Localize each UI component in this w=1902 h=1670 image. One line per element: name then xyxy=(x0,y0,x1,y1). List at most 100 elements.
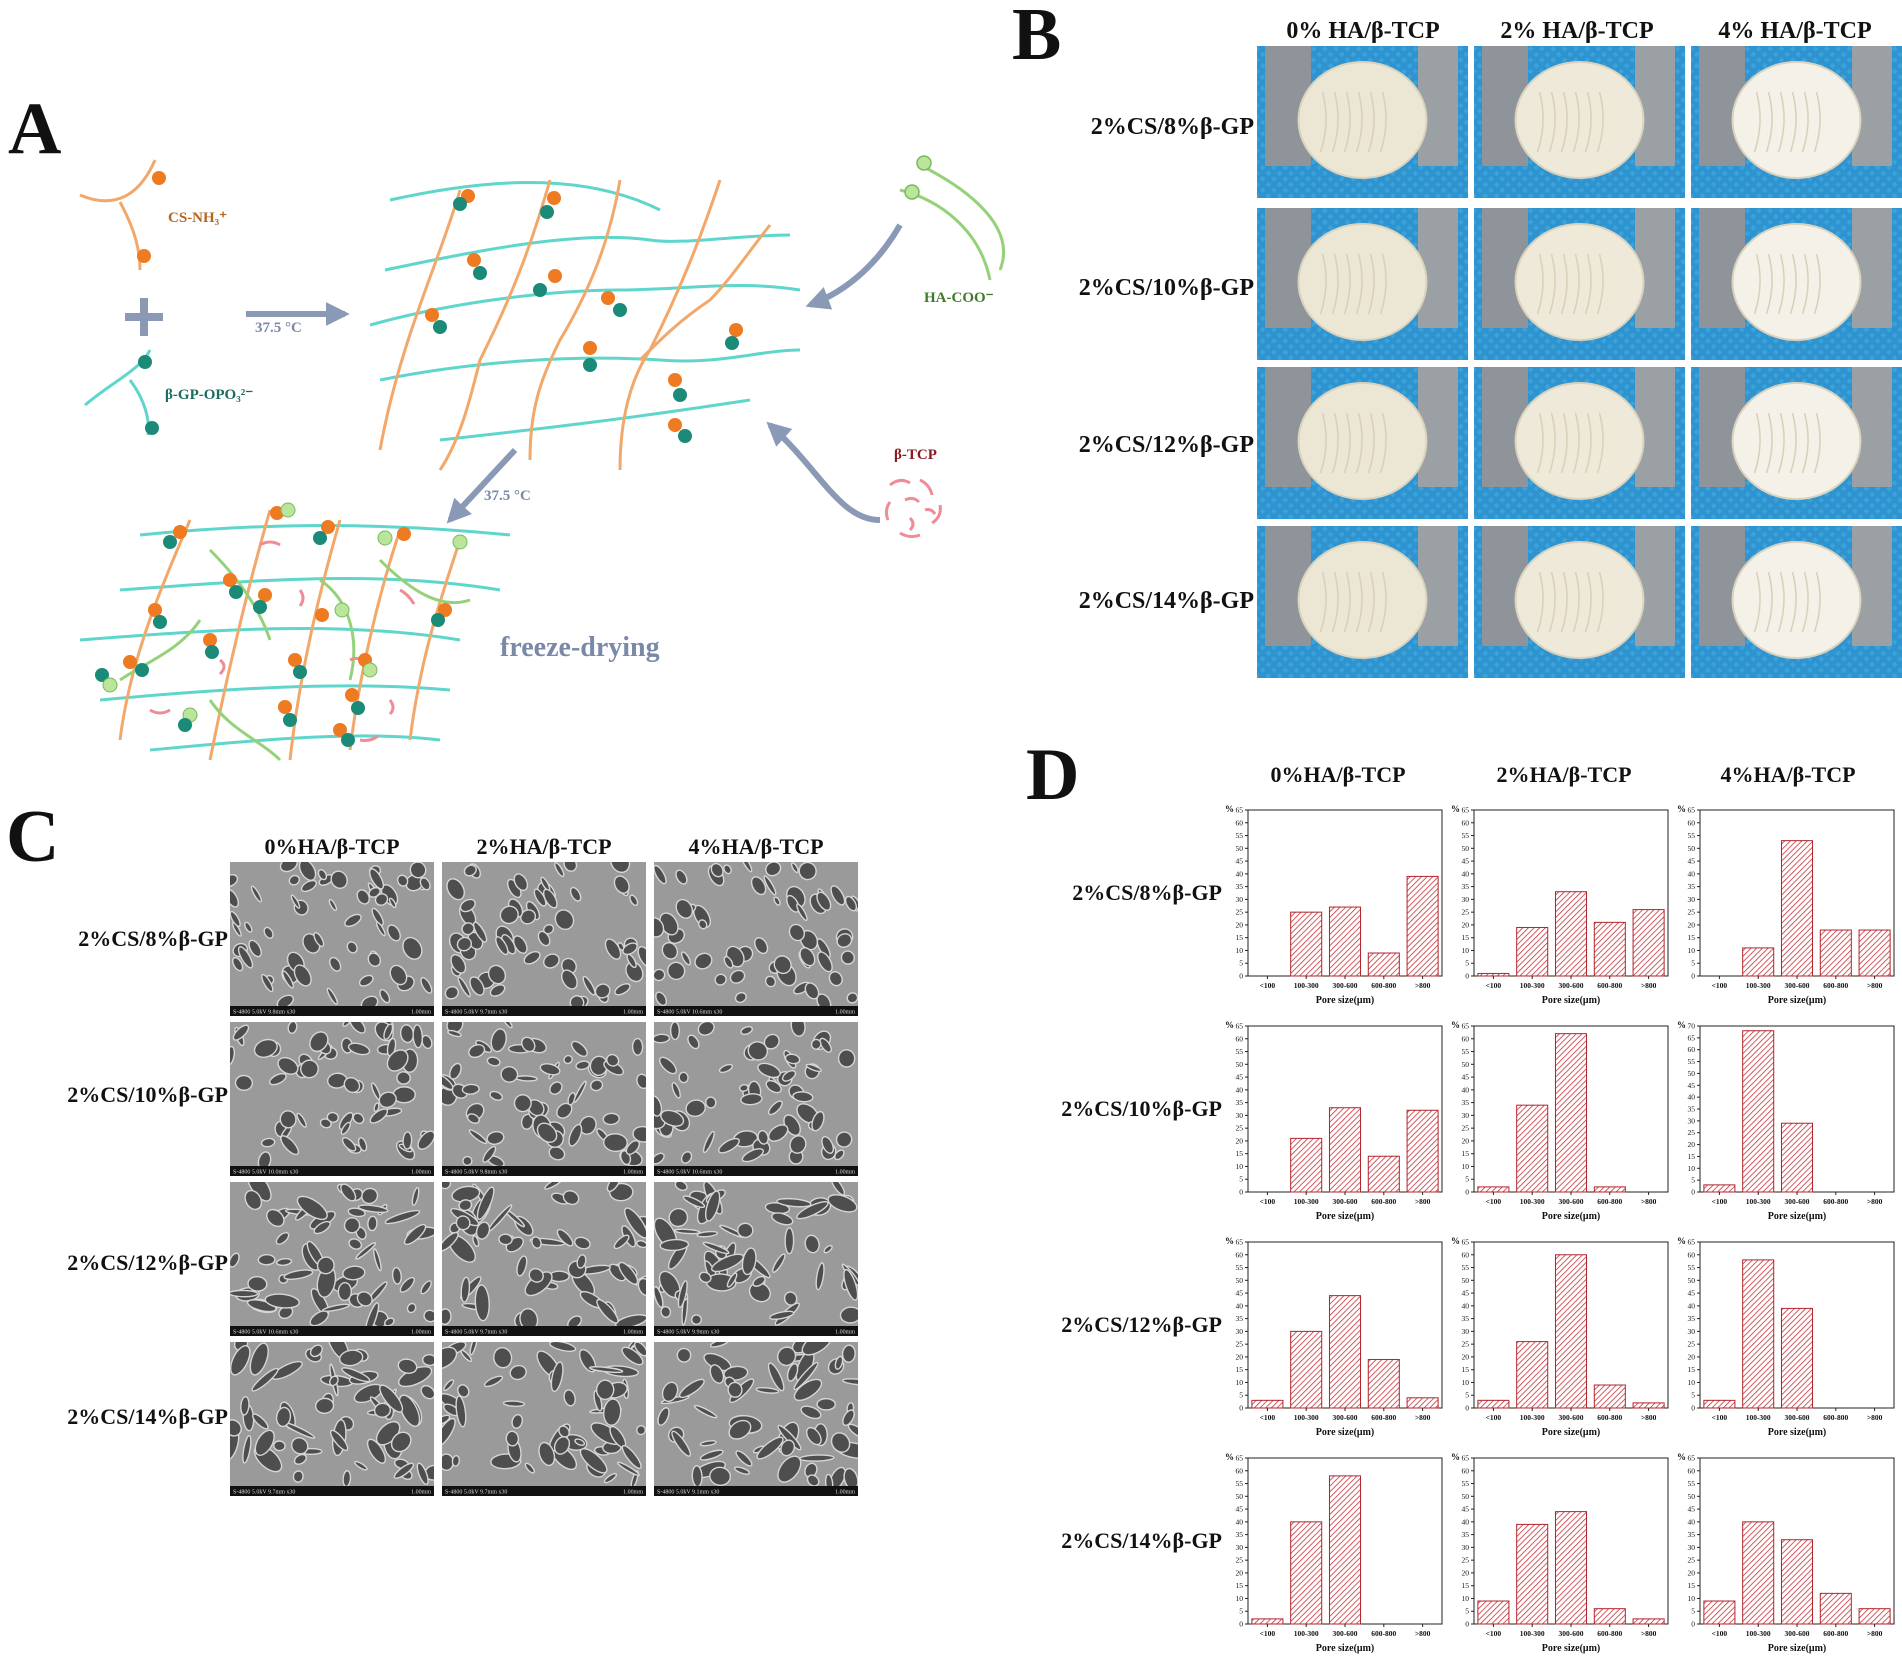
x-tick-label: 300-600 xyxy=(1333,1197,1358,1206)
hist-col-1: 2%HA/β-TCP xyxy=(1496,762,1632,787)
sample-photo xyxy=(1474,367,1685,519)
x-tick-label: 600-800 xyxy=(1371,1629,1396,1638)
histogram-bar xyxy=(1406,1109,1439,1193)
y-tick-label: 5 xyxy=(1239,1391,1243,1400)
histogram-bar xyxy=(1593,921,1626,977)
histogram-bar xyxy=(1477,1600,1510,1625)
sem-col-2: 4%HA/β-TCP xyxy=(688,834,824,859)
sem-caption: S-4800 5.0kV 9.7mm x30 xyxy=(445,1010,507,1016)
y-tick-label: 10 xyxy=(1688,1594,1696,1603)
x-tick-label: >800 xyxy=(1641,1197,1657,1206)
sem-scale-label: 1.00mm xyxy=(623,1490,643,1496)
ha-molecule xyxy=(899,155,1005,281)
y-tick-label: 35 xyxy=(1236,882,1244,891)
y-tick-label: 45 xyxy=(1462,1073,1470,1082)
y-tick-label: 20 xyxy=(1462,920,1470,929)
y-tick-label: 60 xyxy=(1462,1466,1470,1475)
y-axis-label: % xyxy=(1451,1020,1460,1030)
y-tick-label: 40 xyxy=(1236,1301,1244,1310)
sample-photo-drawing xyxy=(1474,367,1685,519)
label-freeze-drying: freeze-drying xyxy=(500,632,660,663)
histogram-bar xyxy=(1780,1122,1814,1193)
x-tick-label: <100 xyxy=(1260,1413,1276,1422)
y-tick-label: 50 xyxy=(1462,1492,1470,1501)
y-tick-label: 35 xyxy=(1236,1314,1244,1323)
y-tick-label: 25 xyxy=(1462,908,1470,917)
cs-molecule xyxy=(79,159,166,271)
histogram-bar xyxy=(1290,1330,1323,1409)
x-tick-label: >800 xyxy=(1415,1413,1431,1422)
histogram-bar xyxy=(1406,1397,1439,1409)
x-tick-label: 300-600 xyxy=(1559,981,1584,990)
y-tick-label: 10 xyxy=(1688,1378,1696,1387)
y-tick-label: 10 xyxy=(1688,1164,1696,1173)
sample-photo-drawing xyxy=(1474,526,1685,678)
y-tick-label: 30 xyxy=(1236,1543,1244,1552)
sem-scale-label: 1.00mm xyxy=(835,1170,855,1176)
y-tick-label: 40 xyxy=(1688,869,1696,878)
x-tick-label: <100 xyxy=(1486,1413,1502,1422)
y-tick-label: 20 xyxy=(1236,1568,1244,1577)
y-tick-label: 45 xyxy=(1236,857,1244,866)
histogram-bar xyxy=(1328,906,1362,977)
histogram-bar xyxy=(1703,1399,1736,1409)
y-tick-label: 5 xyxy=(1691,1391,1695,1400)
y-tick-label: 30 xyxy=(1688,895,1696,904)
x-axis-label: Pore size(μm) xyxy=(1768,1643,1827,1654)
x-tick-label: <100 xyxy=(1712,1629,1728,1638)
sample-photo-drawing xyxy=(1691,526,1902,678)
x-tick-label: 300-600 xyxy=(1559,1413,1584,1422)
histogram-bar xyxy=(1328,1295,1362,1409)
histogram-bar xyxy=(1742,1259,1775,1409)
y-tick-label: 30 xyxy=(1462,1111,1470,1120)
cs-gp-network xyxy=(369,179,801,471)
histogram-bar xyxy=(1251,1399,1284,1409)
y-tick-label: 70 xyxy=(1688,1022,1696,1031)
y-tick-label: 35 xyxy=(1462,1098,1470,1107)
y-tick-label: 5 xyxy=(1239,959,1243,968)
panel-letter-b: B xyxy=(1012,0,1062,76)
y-tick-label: 60 xyxy=(1236,1034,1244,1043)
x-tick-label: <100 xyxy=(1712,1197,1728,1206)
x-tick-label: >800 xyxy=(1867,981,1883,990)
histogram-bar xyxy=(1632,1618,1665,1625)
sem-caption: S-4800 5.0kV 10.0mm x30 xyxy=(233,1170,298,1176)
scheme-diagram xyxy=(60,140,1020,780)
y-tick-label: 5 xyxy=(1691,1607,1695,1616)
y-tick-label: 35 xyxy=(1688,882,1696,891)
y-tick-label: 60 xyxy=(1462,1034,1470,1043)
y-tick-label: 55 xyxy=(1236,1479,1244,1488)
y-axis-label: % xyxy=(1677,1452,1686,1462)
x-tick-label: 600-800 xyxy=(1823,1629,1848,1638)
sem-caption: S-4800 5.0kV 9.9mm x30 xyxy=(657,1330,719,1336)
histogram-bar xyxy=(1742,1030,1775,1193)
y-tick-label: 10 xyxy=(1236,1162,1244,1171)
x-tick-label: 300-600 xyxy=(1333,981,1358,990)
histogram-bar xyxy=(1554,1254,1588,1409)
x-tick-label: 100-300 xyxy=(1746,1413,1771,1422)
y-tick-label: 25 xyxy=(1462,1340,1470,1349)
y-tick-label: 50 xyxy=(1462,1276,1470,1285)
panel-letter-c: C xyxy=(6,796,60,878)
y-tick-label: 10 xyxy=(1236,1594,1244,1603)
x-tick-label: 100-300 xyxy=(1294,1413,1319,1422)
x-tick-label: 600-800 xyxy=(1597,1629,1622,1638)
sample-photo xyxy=(1257,526,1468,678)
x-tick-label: >800 xyxy=(1867,1629,1883,1638)
y-tick-label: 15 xyxy=(1688,1152,1696,1161)
tcp-particles xyxy=(884,478,942,539)
y-tick-label: 0 xyxy=(1239,1188,1243,1197)
photo-row-3: 2%CS/14%β-GP xyxy=(1078,588,1254,614)
